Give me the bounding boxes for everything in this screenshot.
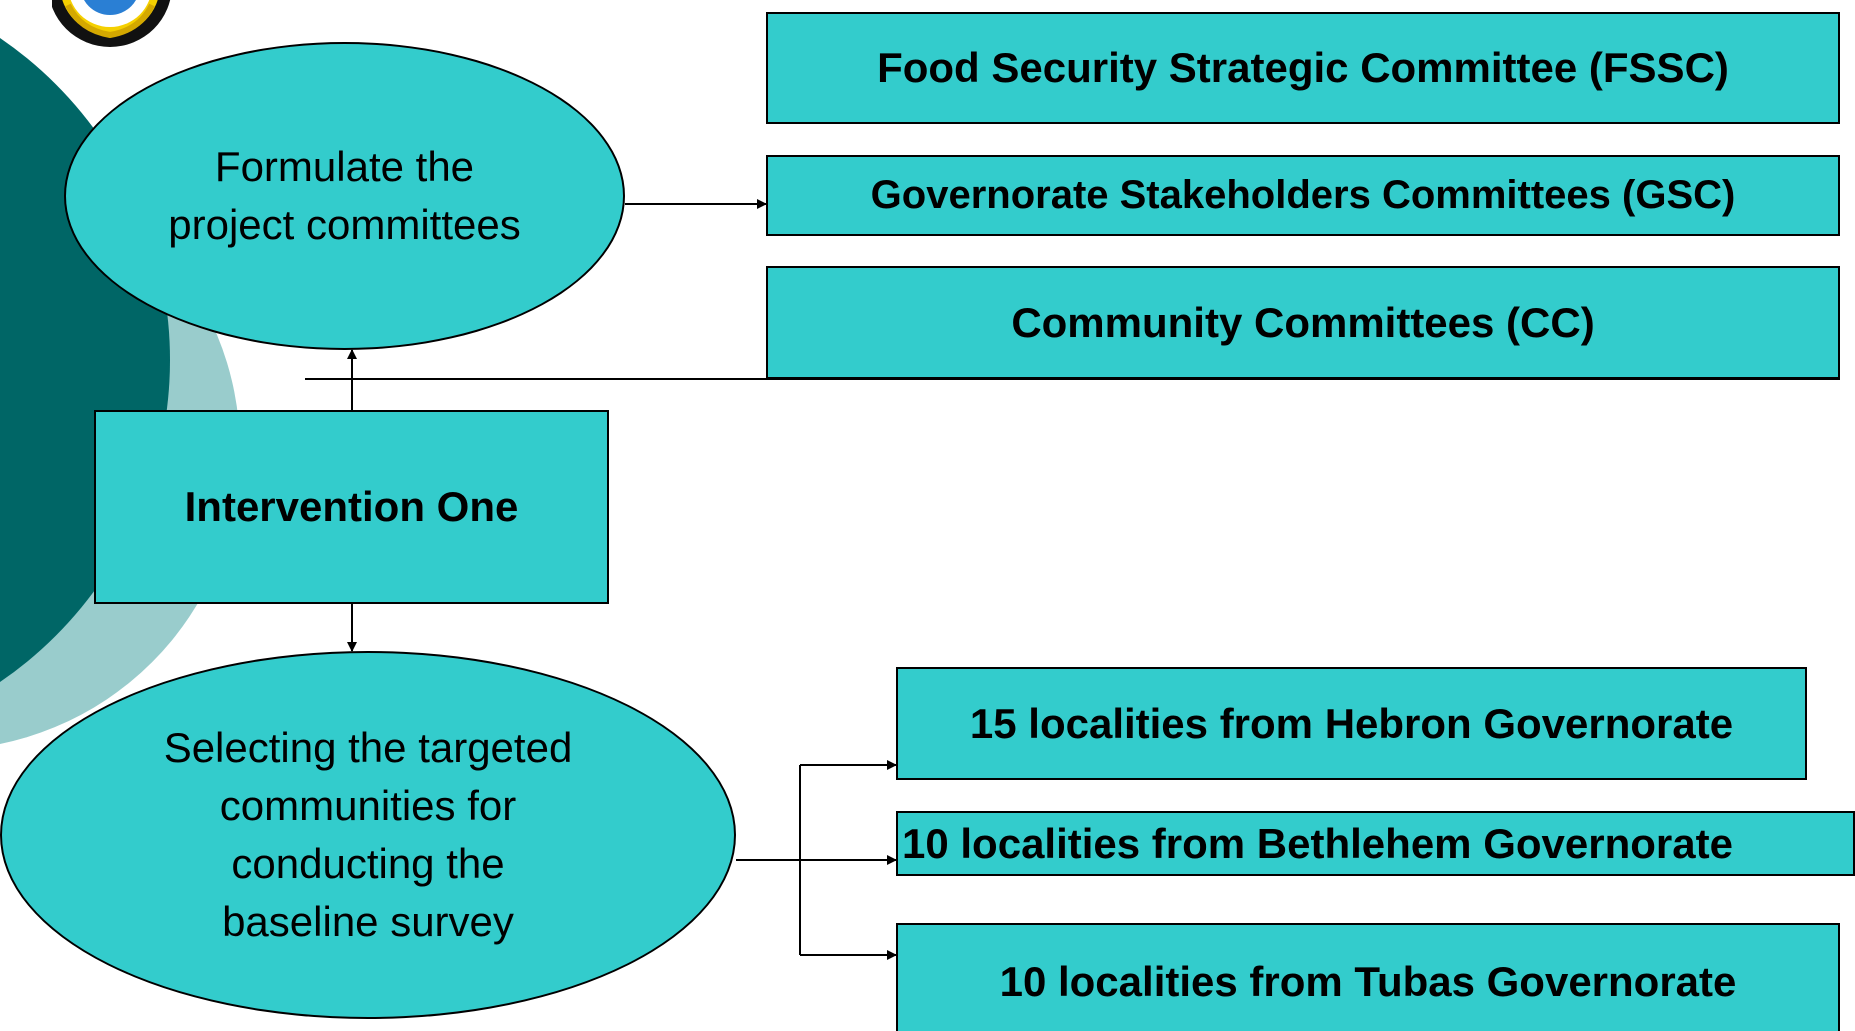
bethlehem-localities-node: 10 localities from Bethlehem Governorate <box>896 811 1855 876</box>
selecting-line-3: conducting the <box>231 840 505 887</box>
cc-node: Community Committees (CC) <box>766 266 1840 379</box>
hebron-label: 15 localities from Hebron Governorate <box>969 699 1734 747</box>
bethlehem-label: 10 localities from Bethlehem Governorate <box>902 819 1733 867</box>
intervention-one-label: Intervention One <box>184 483 519 530</box>
cc-label: Community Committees (CC) <box>1011 298 1595 346</box>
selecting-line-4: baseline survey <box>222 898 514 945</box>
formulate-committees-node: Formulate the project committees <box>64 42 625 350</box>
selecting-line-1: Selecting the targeted <box>163 724 573 771</box>
gsc-node: Governorate Stakeholders Committees (GSC… <box>766 155 1840 236</box>
formulate-line-2: project committees <box>168 201 521 248</box>
selecting-communities-node: Selecting the targeted communities for c… <box>0 651 736 1019</box>
formulate-line-1: Formulate the <box>214 143 475 190</box>
fssc-label: Food Security Strategic Committee (FSSC) <box>877 44 1729 91</box>
intervention-one-node: Intervention One <box>94 410 609 604</box>
gsc-label: Governorate Stakeholders Committees (GSC… <box>870 173 1736 217</box>
fssc-node: Food Security Strategic Committee (FSSC) <box>766 12 1840 124</box>
hebron-localities-node: 15 localities from Hebron Governorate <box>896 667 1807 780</box>
tubas-localities-node: 10 localities from Tubas Governorate <box>896 923 1840 1031</box>
tubas-label: 10 localities from Tubas Governorate <box>999 958 1737 1005</box>
selecting-line-2: communities for <box>219 782 517 829</box>
emblem-logo-icon <box>30 0 171 47</box>
